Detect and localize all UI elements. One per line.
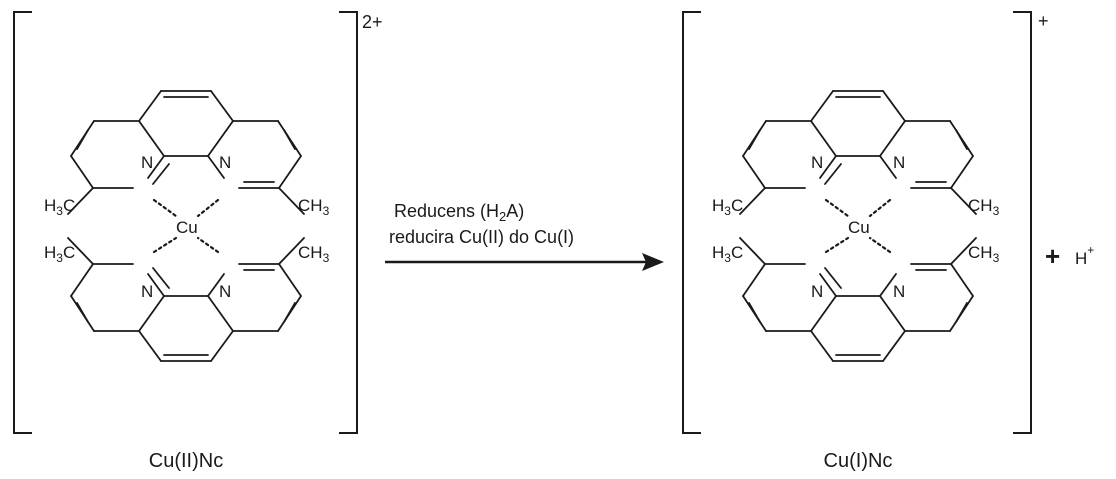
- nitrogen-label: N: [811, 282, 823, 301]
- product-name: Cu(I)Nc: [824, 450, 893, 472]
- arrow-head: [642, 253, 664, 271]
- copper-label: Cu: [848, 218, 870, 237]
- nitrogen-label: N: [141, 153, 153, 172]
- product-charge: +: [1038, 11, 1049, 31]
- methyl-label: H3C: [712, 243, 743, 265]
- methyl-label: H3C: [44, 196, 75, 218]
- byproduct: + H+: [1045, 241, 1094, 271]
- reaction-arrow: Reducens (H2A) reducira Cu(II) do Cu(I): [385, 201, 664, 271]
- methyl-label: CH3: [298, 196, 330, 218]
- reactant-name: Cu(II)Nc: [149, 450, 223, 472]
- methyl-label: CH3: [298, 243, 330, 265]
- nitrogen-label: N: [141, 282, 153, 301]
- reactant-charge: 2+: [362, 12, 383, 32]
- nitrogen-label: N: [219, 282, 231, 301]
- nitrogen-label: N: [893, 282, 905, 301]
- product-complex: + N N N N Cu H3C H3C CH3 CH3 Cu(I)Nc: [682, 11, 1049, 472]
- reactant-bracket-left: [13, 11, 32, 434]
- product-bracket-left: [682, 11, 701, 434]
- nitrogen-label: N: [893, 153, 905, 172]
- nitrogen-label: N: [219, 153, 231, 172]
- arrow-label-line1: Reducens (H2A): [394, 201, 524, 224]
- methyl-label: CH3: [968, 196, 1000, 218]
- reactant-bracket-right: [339, 11, 358, 434]
- reactant-complex: 2+ N N N N Cu H3C H3C CH3 CH3 Cu(II)Nc: [13, 11, 383, 472]
- methyl-label: CH3: [968, 243, 1000, 265]
- copper-label: Cu: [176, 218, 198, 237]
- product-bracket-right: [1013, 11, 1032, 434]
- proton-label: H+: [1075, 243, 1094, 268]
- plus-sign: +: [1045, 241, 1060, 271]
- nitrogen-label: N: [811, 153, 823, 172]
- arrow-label-line2: reducira Cu(II) do Cu(I): [389, 227, 574, 247]
- methyl-label: H3C: [712, 196, 743, 218]
- methyl-label: H3C: [44, 243, 75, 265]
